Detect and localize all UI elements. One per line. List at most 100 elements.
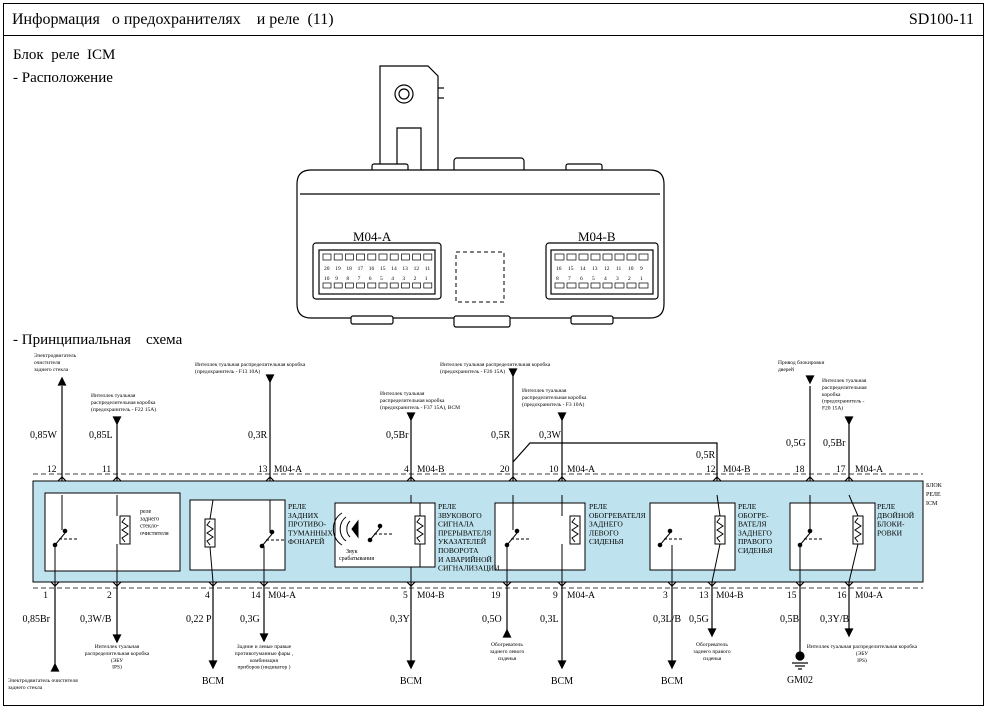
wire-color-label: 0,5B	[780, 614, 800, 625]
pin-cell	[602, 282, 613, 289]
arrow-up-icon	[57, 376, 67, 386]
connector-chevron-icon	[795, 581, 805, 587]
pin-label: 14	[251, 591, 261, 601]
connector-label: M04-A	[855, 591, 883, 601]
header-title: Информация о предохранителях и реле (11)	[12, 11, 334, 28]
pin-number: 16	[556, 266, 562, 272]
pin-number: 8	[556, 276, 559, 282]
header-bar: Информация о предохранителях и реле (11)…	[3, 3, 984, 36]
relay-label: РЕЛЕ	[589, 502, 608, 511]
pin-number: 2	[628, 276, 631, 282]
arrow-down-icon	[406, 412, 416, 422]
pin-cell	[614, 253, 625, 261]
destination-label: распределительная коробка	[85, 650, 150, 657]
pin-label: 12	[47, 465, 57, 475]
bcm-label: BCM	[551, 676, 573, 687]
pin-number: 13	[592, 266, 598, 272]
relay-label: ТУМАННЫХ	[288, 528, 333, 537]
pin-number: 6	[369, 276, 372, 282]
pin-cell	[389, 253, 399, 261]
destination-label: распределительная	[822, 385, 867, 391]
relay-label: ЛЕВОГО	[589, 528, 619, 537]
pin-label: 20	[500, 465, 510, 475]
destination-label: Интеллек туальная распределительная коро…	[807, 643, 918, 650]
buzzer-label-1: Звук	[346, 549, 358, 555]
relay-label: РЕЛЕ	[288, 502, 307, 511]
connector-chevron-icon	[112, 581, 122, 587]
pin-number: 13	[402, 266, 408, 272]
pin-cell	[638, 253, 649, 261]
destination-label: (предохранитель - F22 15A)	[91, 406, 156, 413]
relay-label: ЗАДНИХ	[288, 511, 319, 520]
pin-cell	[590, 253, 601, 261]
pin-label: 15	[787, 591, 797, 601]
wire-color-label: 0,85L	[89, 430, 113, 441]
arrow-down-icon	[406, 660, 416, 670]
relay-label: очистителя	[140, 531, 169, 537]
pin-label: 16	[837, 591, 847, 601]
wire-color-label: 0,5R	[696, 450, 716, 461]
pin-number: 3	[402, 276, 405, 282]
destination-label: IPS)	[857, 657, 867, 664]
pin-cell	[412, 282, 421, 289]
coil-winding	[571, 517, 579, 543]
location-heading: - Расположение	[13, 70, 113, 86]
arrow-down-icon	[667, 660, 677, 670]
pin-label: 4	[205, 591, 210, 601]
wire-color-label: 0,3G	[240, 614, 260, 625]
destination-label: Интеллек туальная	[91, 393, 136, 399]
coil-winding	[716, 517, 724, 543]
pin-cell	[626, 253, 637, 261]
pin-cell	[401, 282, 410, 289]
pin-cell	[554, 253, 565, 261]
relay-label: ОБОГРЕВАТЕЛЯ	[589, 511, 646, 520]
coil-winding	[121, 517, 129, 543]
wire-color-label: 0,22 P	[186, 614, 212, 625]
wire-color-label: 0,3W/B	[80, 614, 112, 625]
connector-chevron-icon	[50, 581, 60, 587]
connector-chevron-icon	[707, 581, 717, 587]
wire-color-label: 0,5G	[786, 438, 806, 449]
pin-label: 3	[663, 591, 668, 601]
pin-cell	[614, 282, 625, 289]
relay-label: СИДЕНЬЯ	[738, 546, 772, 555]
destination-label: коробка	[822, 391, 841, 398]
relay-label: ЗАДНЕГО	[589, 520, 623, 529]
connector-chevron-icon	[557, 476, 567, 482]
connector-chevron-icon	[265, 476, 275, 482]
destination-label: Интеллек туальная распределительная коро…	[195, 361, 306, 368]
pin-number: 3	[616, 276, 619, 282]
relay-label: СИГНАЛА	[438, 520, 475, 529]
destination-label: Электродвигатель очистителя	[8, 678, 78, 684]
wire	[512, 442, 718, 481]
pin-cell	[412, 253, 421, 261]
wire-color-label: 0,3Y/B	[820, 614, 850, 625]
pin-label: 1	[43, 591, 48, 601]
pin-number: 14	[580, 266, 586, 272]
header-code: SD100-11	[908, 11, 974, 28]
pin-cell	[345, 253, 354, 261]
arrow-down-icon	[112, 634, 122, 644]
switch-contact	[667, 528, 673, 534]
connector-chevron-icon	[557, 581, 567, 587]
pin-number: 19	[335, 266, 341, 272]
pin-cell	[423, 282, 433, 289]
arrow-down-icon	[557, 412, 567, 422]
pin-number: 15	[380, 266, 386, 272]
connector-label: M04-A	[567, 465, 595, 475]
connector-label: M04-A	[855, 465, 883, 475]
pin-cell	[566, 253, 577, 261]
destination-label: Интеллек туальная	[95, 644, 140, 650]
destination-label: Задние и левые правые	[237, 644, 292, 650]
destination-label: сиденья	[703, 656, 722, 662]
destination-label: распределительная коробка	[522, 394, 587, 401]
coil-winding	[854, 517, 862, 543]
arrow-down-icon	[208, 660, 218, 670]
destination-label: Электродвигатель	[34, 353, 77, 359]
pin-number: 11	[425, 266, 431, 272]
destination-label: Интеллек туальная	[822, 378, 867, 384]
pin-cell	[333, 253, 343, 261]
pin-number: 9	[335, 276, 338, 282]
